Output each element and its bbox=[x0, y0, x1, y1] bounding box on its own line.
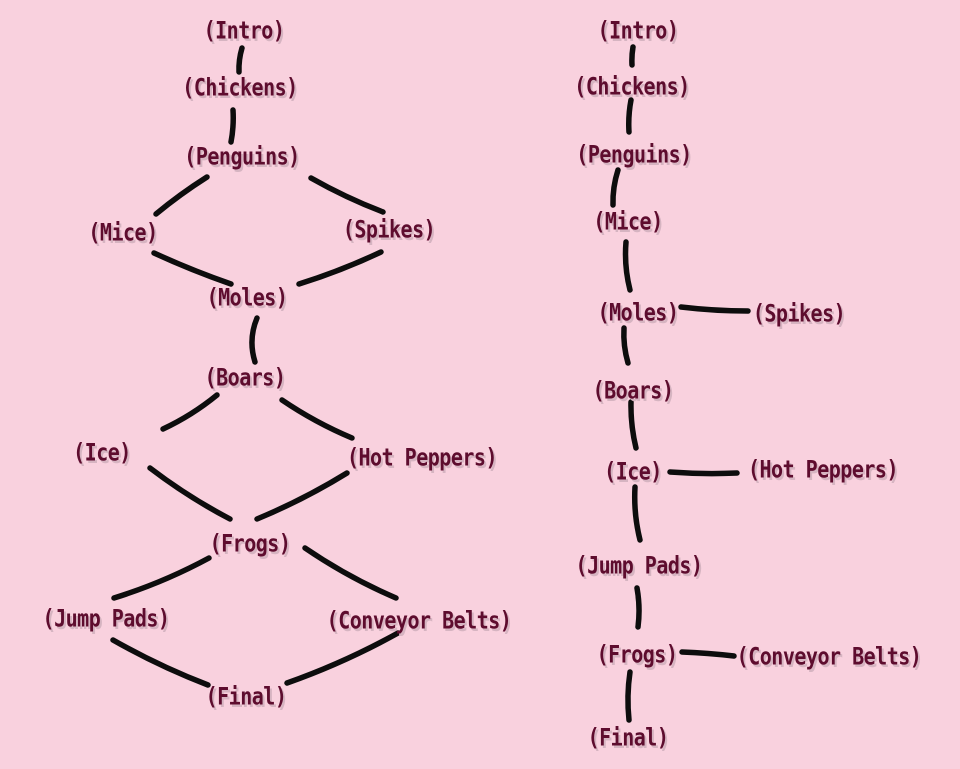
node-right-final: (Final) bbox=[587, 722, 669, 752]
edge-right-boars-ice bbox=[628, 399, 639, 451]
node-right-mice: (Mice) bbox=[593, 206, 663, 236]
node-left-ice: (Ice) bbox=[73, 437, 131, 467]
edge-left-mice-moles bbox=[151, 250, 234, 287]
edge-right-intro-chickens bbox=[629, 44, 636, 68]
edge-left-conveyor-belts-final bbox=[284, 630, 401, 686]
edge-left-ice-frogs bbox=[147, 465, 233, 522]
node-left-boars: (Boars) bbox=[204, 362, 286, 392]
edge-right-frogs-final bbox=[625, 669, 633, 723]
node-left-penguins: (Penguins) bbox=[184, 141, 300, 171]
node-right-ice: (Ice) bbox=[604, 456, 662, 486]
edge-left-penguins-mice bbox=[153, 174, 210, 217]
node-right-frogs: (Frogs) bbox=[596, 639, 678, 669]
edge-left-intro-chickens bbox=[236, 45, 245, 75]
edge-left-hot-peppers-frogs bbox=[254, 470, 350, 522]
node-right-conveyor-belts: (Conveyor Belts) bbox=[736, 641, 922, 671]
edge-left-spikes-moles bbox=[296, 249, 384, 287]
edge-left-moles-boars bbox=[249, 315, 260, 365]
node-left-jump-pads: (Jump Pads) bbox=[42, 603, 170, 633]
node-left-mice: (Mice) bbox=[88, 217, 158, 247]
node-left-chickens: (Chickens) bbox=[182, 72, 298, 102]
edge-left-boars-hot-peppers bbox=[279, 397, 355, 441]
node-left-conveyor-belts: (Conveyor Belts) bbox=[326, 605, 512, 635]
node-right-spikes: (Spikes) bbox=[752, 298, 846, 328]
edge-left-frogs-jump-pads bbox=[111, 555, 212, 601]
node-left-hot-peppers: (Hot Peppers) bbox=[346, 442, 498, 472]
node-right-jump-pads: (Jump Pads) bbox=[575, 550, 703, 580]
edge-left-frogs-conveyor-belts bbox=[302, 545, 399, 601]
edge-right-jump-pads-frogs bbox=[634, 585, 642, 630]
node-right-boars: (Boars) bbox=[592, 375, 674, 405]
node-left-final: (Final) bbox=[205, 681, 287, 711]
edge-right-penguins-mice bbox=[610, 167, 621, 208]
edge-right-mice-moles bbox=[622, 239, 633, 293]
edge-right-frogs-conveyor-belts bbox=[679, 649, 737, 659]
node-right-chickens: (Chickens) bbox=[574, 71, 690, 101]
node-left-spikes: (Spikes) bbox=[342, 214, 436, 244]
edge-right-chickens-penguins bbox=[626, 97, 634, 135]
node-right-hot-peppers: (Hot Peppers) bbox=[747, 454, 899, 484]
node-left-frogs: (Frogs) bbox=[209, 528, 291, 558]
edge-right-ice-jump-pads bbox=[632, 484, 643, 543]
node-right-moles: (Moles) bbox=[597, 297, 679, 327]
node-right-intro: (Intro) bbox=[597, 15, 679, 45]
edge-left-jump-pads-final bbox=[110, 637, 211, 688]
edge-right-moles-boars bbox=[621, 325, 631, 366]
node-left-intro: (Intro) bbox=[203, 15, 285, 45]
edge-right-ice-hot-peppers bbox=[667, 469, 740, 477]
edge-left-penguins-spikes bbox=[308, 175, 386, 215]
node-left-moles: (Moles) bbox=[206, 282, 288, 312]
edge-right-moles-spikes bbox=[678, 304, 751, 314]
node-right-penguins: (Penguins) bbox=[576, 139, 692, 169]
edge-left-chickens-penguins bbox=[228, 107, 236, 145]
edge-left-boars-ice bbox=[160, 392, 220, 432]
